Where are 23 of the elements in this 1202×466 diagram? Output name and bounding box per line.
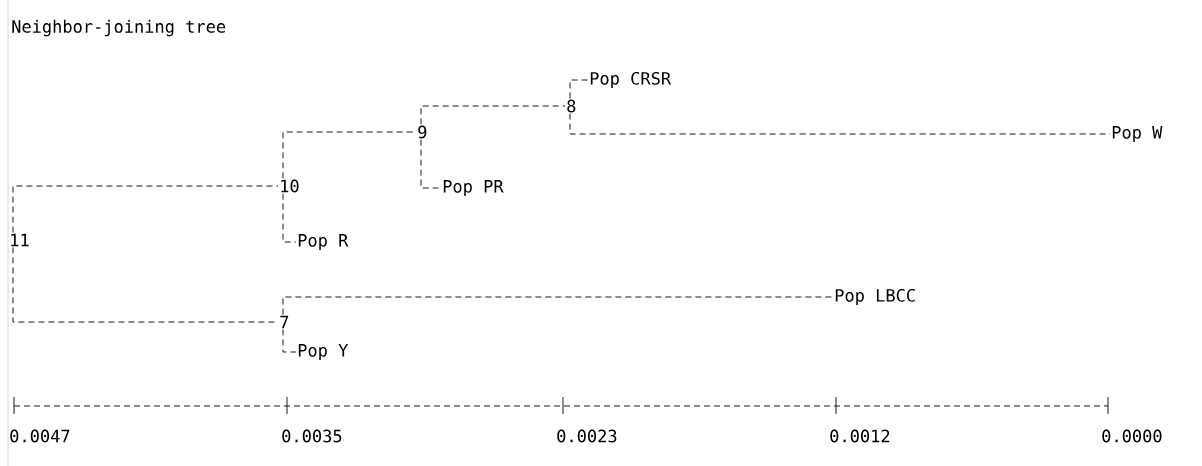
tree-branch xyxy=(569,79,589,99)
title: Neighbor-joining tree xyxy=(12,19,226,37)
leaf-label: Pop CRSR xyxy=(590,71,672,89)
scale-value: 0.0023 xyxy=(557,429,617,443)
leaf-label: Pop PR xyxy=(443,180,504,196)
node-number: 11 xyxy=(11,233,29,247)
tree-branch xyxy=(420,105,566,125)
tree-branch xyxy=(282,328,297,353)
leaf-label: Pop Y xyxy=(298,344,349,360)
scale-value: 0.0000 xyxy=(1102,429,1162,443)
node-number: 9 xyxy=(418,125,427,139)
leaf-label: Pop W xyxy=(1112,126,1163,142)
tree-branch xyxy=(569,113,1111,135)
scale-value: 0.0012 xyxy=(830,429,890,443)
leaf-label: Pop LBCC xyxy=(835,288,915,306)
tree-branch xyxy=(12,185,279,234)
node-number: 10 xyxy=(281,179,299,193)
tree-branch xyxy=(282,193,297,243)
scale-value: 0.0047 xyxy=(10,429,70,443)
leaf-label: Pop R xyxy=(298,234,349,250)
node-number: 7 xyxy=(280,315,289,329)
node-number: 8 xyxy=(567,99,576,113)
scale-value: 0.0035 xyxy=(282,429,342,443)
